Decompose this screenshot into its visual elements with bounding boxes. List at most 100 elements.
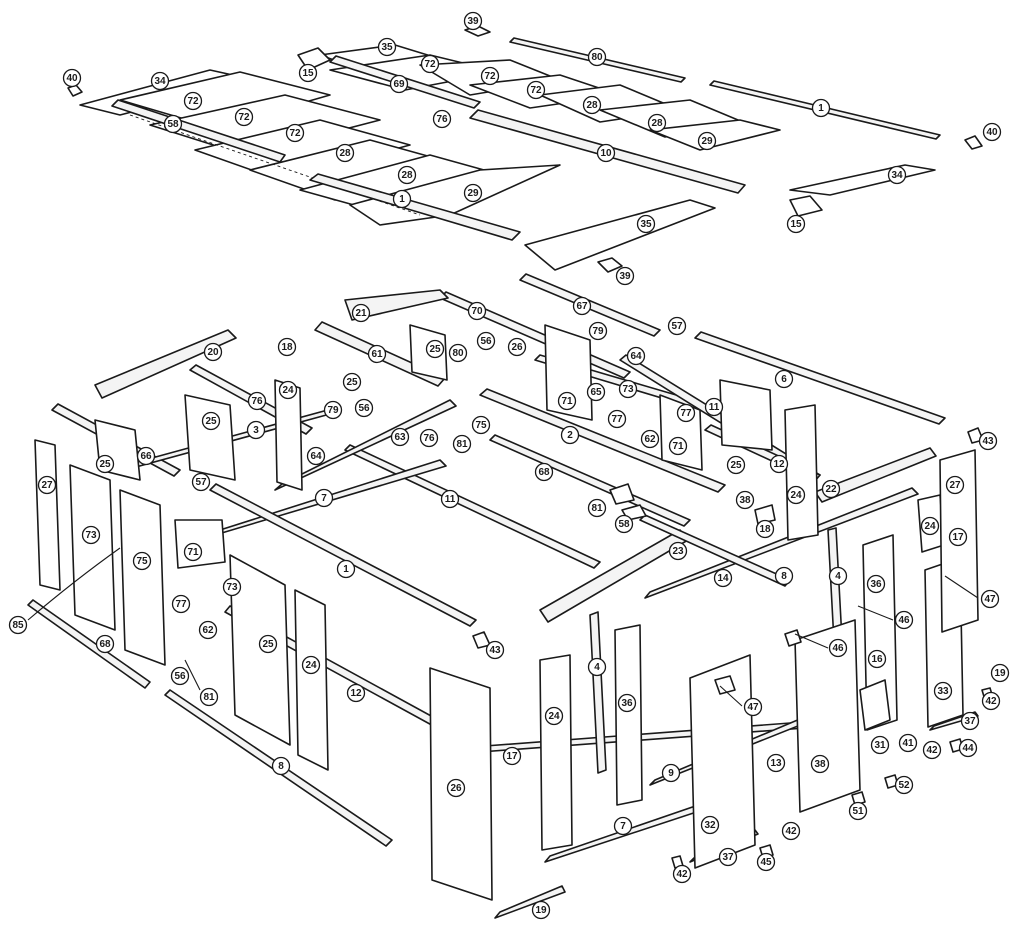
callout-number: 61 — [371, 349, 383, 360]
callout-24: 24 — [786, 485, 806, 505]
leader-lines — [27, 547, 979, 707]
callout-circle — [37, 475, 57, 495]
callout-75: 75 — [471, 415, 491, 435]
sill-68 — [27, 599, 151, 689]
callout-number: 80 — [452, 348, 464, 359]
callout-circle — [700, 815, 720, 835]
callout-number: 36 — [621, 698, 633, 709]
callout-63: 63 — [390, 427, 410, 447]
callout-circle — [647, 113, 667, 133]
callout-number: 72 — [484, 71, 496, 82]
panel-24-back — [784, 404, 819, 541]
purlin-58 — [111, 99, 286, 163]
callout-circle — [502, 746, 522, 766]
callout-circle — [769, 454, 789, 474]
callout-circle — [247, 391, 267, 411]
callout-number: 17 — [952, 532, 964, 543]
callout-circle — [980, 589, 1000, 609]
callout-number: 73 — [226, 582, 238, 593]
callout-number: 39 — [619, 271, 631, 282]
callout-number: 34 — [891, 170, 903, 181]
callout-47: 47 — [743, 697, 763, 717]
callout-number: 81 — [591, 503, 603, 514]
leader-46-b — [794, 633, 829, 649]
callout-64: 64 — [626, 346, 646, 366]
callout-circle — [448, 343, 468, 363]
callout-number: 56 — [174, 671, 186, 682]
callout-56: 56 — [170, 666, 190, 686]
callout-56: 56 — [476, 331, 496, 351]
callout-circle — [534, 462, 554, 482]
callout-28: 28 — [647, 113, 667, 133]
callout-number: 37 — [722, 852, 734, 863]
callout-circle — [476, 331, 496, 351]
callout-72: 72 — [420, 54, 440, 74]
callout-circle — [766, 753, 786, 773]
callout-18: 18 — [277, 337, 297, 357]
callout-circle — [367, 344, 387, 364]
callout-circle — [887, 165, 907, 185]
callout-62: 62 — [640, 429, 660, 449]
callout-12: 12 — [769, 454, 789, 474]
callout-37: 37 — [960, 711, 980, 731]
callout-circle — [392, 189, 412, 209]
callout-number: 42 — [926, 745, 938, 756]
frame-assembly — [27, 273, 994, 919]
callout-65: 65 — [586, 382, 606, 402]
callout-circle — [894, 610, 914, 630]
callout-number: 72 — [424, 59, 436, 70]
callout-circle — [183, 91, 203, 111]
callout-number: 29 — [701, 136, 713, 147]
callout-43: 43 — [978, 431, 998, 451]
callout-26: 26 — [446, 778, 466, 798]
callout-circle — [203, 342, 223, 362]
callout-circle — [285, 123, 305, 143]
callout-circle — [246, 420, 266, 440]
callout-11: 11 — [704, 397, 724, 417]
callout-circle — [198, 620, 218, 640]
truss-20 — [94, 329, 237, 399]
callout-circle — [697, 131, 717, 151]
callout-number: 25 — [205, 416, 217, 427]
callout-number: 36 — [870, 579, 882, 590]
callout-number: 43 — [982, 436, 994, 447]
callout-number: 63 — [394, 432, 406, 443]
callout-number: 25 — [262, 639, 274, 650]
callout-circle — [810, 754, 830, 774]
panel-27-left — [34, 439, 61, 591]
callout-number: 71 — [561, 396, 573, 407]
callout-circle — [132, 551, 152, 571]
callout-circle — [95, 634, 115, 654]
callout-25: 25 — [258, 634, 278, 654]
callout-number: 14 — [717, 573, 729, 584]
callout-57: 57 — [191, 472, 211, 492]
callout-number: 7 — [620, 821, 626, 832]
callout-circle — [397, 165, 417, 185]
callout-56: 56 — [354, 398, 374, 418]
callout-number: 62 — [202, 625, 214, 636]
callout-number: 9 — [668, 768, 674, 779]
callout-72: 72 — [480, 66, 500, 86]
callout-number: 72 — [530, 85, 542, 96]
callout-71: 71 — [668, 436, 688, 456]
callout-42: 42 — [981, 691, 1001, 711]
callout-number: 8 — [278, 761, 284, 772]
leader-85 — [27, 547, 121, 621]
bracket-40-right — [964, 135, 983, 150]
callout-6: 6 — [774, 369, 794, 389]
callout-number: 15 — [790, 219, 802, 230]
callout-64: 64 — [306, 446, 326, 466]
callout-circle — [821, 479, 841, 499]
callout-36: 36 — [617, 693, 637, 713]
callout-24: 24 — [278, 380, 298, 400]
callout-circle — [713, 568, 733, 588]
callout-15: 15 — [786, 214, 806, 234]
callout-8: 8 — [271, 756, 291, 776]
callout-circle — [743, 697, 763, 717]
leader-81 — [184, 659, 201, 691]
callout-number: 64 — [630, 351, 642, 362]
callout-number: 26 — [450, 783, 462, 794]
bracket-81 — [609, 483, 635, 505]
callout-26: 26 — [507, 337, 527, 357]
